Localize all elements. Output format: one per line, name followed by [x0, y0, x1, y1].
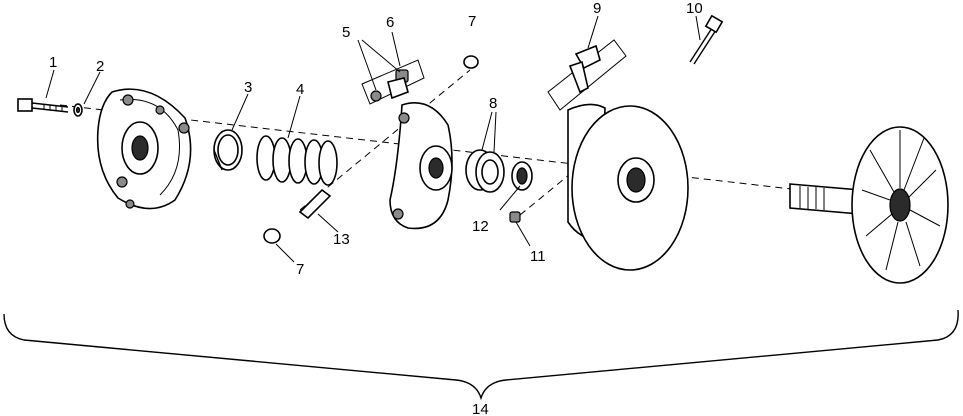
- callout-5: 5: [342, 24, 350, 41]
- part-bolt: [17, 98, 69, 113]
- part-weight-bracket: [547, 39, 627, 111]
- part-bushing-ring: [213, 129, 243, 171]
- callout-14: 14: [472, 401, 489, 416]
- leader-lines: [45, 15, 701, 263]
- part-screw: [509, 211, 521, 223]
- part-roller-top: [463, 55, 479, 69]
- part-bushing-small: [511, 161, 533, 191]
- part-nut-bracket: [361, 59, 425, 105]
- callout-11: 11: [530, 248, 546, 265]
- part-fixed-sheave: [567, 103, 689, 271]
- callout-12: 12: [472, 218, 489, 235]
- callout-8: 8: [489, 95, 497, 112]
- part-long-bolt: [689, 14, 724, 65]
- part-spring: [256, 135, 338, 186]
- callout-1: 1: [49, 54, 57, 71]
- callout-6: 6: [386, 14, 394, 31]
- callout-7-bottom: 7: [296, 261, 304, 278]
- callout-7-top: 7: [468, 13, 476, 30]
- callout-9: 9: [593, 0, 601, 17]
- part-pin: [298, 188, 332, 220]
- callout-2: 2: [96, 58, 104, 75]
- callout-4: 4: [296, 81, 304, 98]
- part-roller-bottom: [263, 228, 281, 244]
- part-spider: [389, 102, 453, 230]
- part-washer: [73, 103, 83, 117]
- part-post-shaft: [789, 126, 949, 284]
- callout-13: 13: [333, 231, 350, 248]
- part-bearing-rings: [465, 149, 505, 193]
- callout-3: 3: [244, 79, 252, 96]
- assembly-brace: [3, 309, 959, 401]
- part-cover-plate: [96, 88, 192, 210]
- callout-10: 10: [686, 0, 703, 17]
